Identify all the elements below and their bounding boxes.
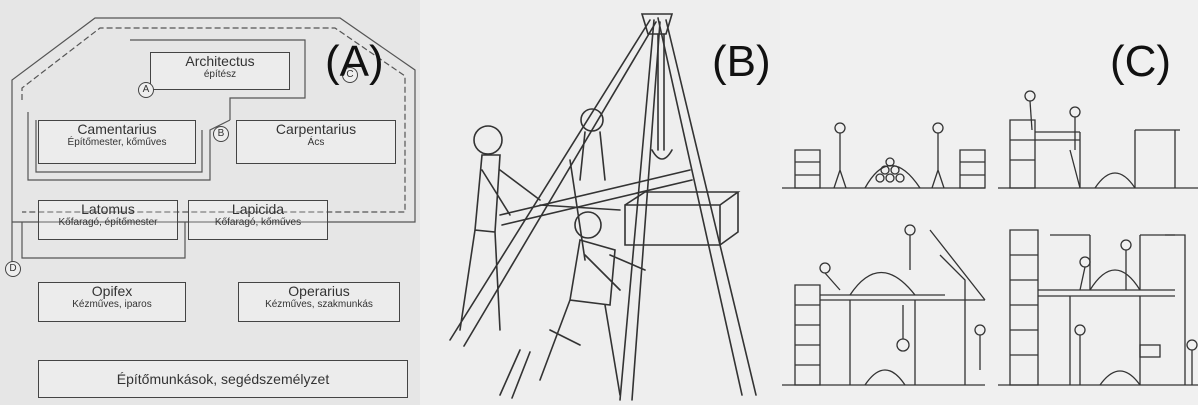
windlass-beam xyxy=(500,170,692,225)
panel-label-b: (B) xyxy=(712,40,771,84)
panel-b-crane-illustration: (B) xyxy=(420,0,780,405)
worker-back-body xyxy=(580,132,605,180)
scene-bottom-left xyxy=(782,225,985,385)
carpentarius-box: Carpentarius Ács xyxy=(236,120,396,164)
scene-top-right xyxy=(998,91,1198,188)
lapicida-subtitle: Kőfaragó, kőműves xyxy=(189,217,327,229)
camentarius-box: Camentarius Építőmester, kőműves xyxy=(38,120,196,164)
scene-top-left xyxy=(782,123,985,188)
worker-left-head xyxy=(474,126,502,154)
opifex-subtitle: Kézműves, iparos xyxy=(39,299,185,311)
opifex-title: Opifex xyxy=(39,283,185,299)
operarius-box: Operarius Kézműves, szakmunkás xyxy=(238,282,400,322)
panel-a-hierarchy-diagram: Architectus építész Camentarius Építőmes… xyxy=(0,0,420,405)
architectus-subtitle: építész xyxy=(151,69,289,81)
camentarius-subtitle: Építőmester, kőműves xyxy=(39,137,195,149)
worker-right-body xyxy=(540,240,645,395)
carpentarius-title: Carpentarius xyxy=(237,121,395,137)
crane-leg-left xyxy=(450,20,656,346)
latomus-title: Latomus xyxy=(39,201,177,217)
lapicida-title: Lapicida xyxy=(189,201,327,217)
panel-c-construction-stages: (C) xyxy=(780,0,1198,405)
latomus-subtitle: Kőfaragó, építőmester xyxy=(39,217,177,229)
stone-block xyxy=(625,192,738,245)
opifex-box: Opifex Kézműves, iparos xyxy=(38,282,186,322)
latomus-box: Latomus Kőfaragó, építőmester xyxy=(38,200,178,240)
epitomunkasok-box: Építőmunkások, segédszemélyzet xyxy=(38,360,408,398)
operarius-subtitle: Kézműves, szakmunkás xyxy=(239,299,399,311)
lapicida-box: Lapicida Kőfaragó, kőműves xyxy=(188,200,328,240)
panel-label-c: (C) xyxy=(1110,40,1171,84)
crane-rope xyxy=(658,34,664,150)
epitomunkasok-title: Építőmunkások, segédszemélyzet xyxy=(39,361,407,397)
tools xyxy=(500,330,580,398)
carpentarius-subtitle: Ács xyxy=(237,137,395,149)
scene-bottom-right xyxy=(998,230,1198,385)
marker-b: B xyxy=(213,126,229,142)
architectus-box: Architectus építész xyxy=(150,52,290,90)
camentarius-title: Camentarius xyxy=(39,121,195,137)
marker-a: A xyxy=(138,82,154,98)
architectus-title: Architectus xyxy=(151,53,289,69)
crane-leg-middle xyxy=(620,20,660,400)
crane-hook xyxy=(652,150,672,159)
operarius-title: Operarius xyxy=(239,283,399,299)
worker-right-head xyxy=(575,212,601,238)
marker-d: D xyxy=(5,261,21,277)
panel-label-a: (A) xyxy=(325,40,384,84)
